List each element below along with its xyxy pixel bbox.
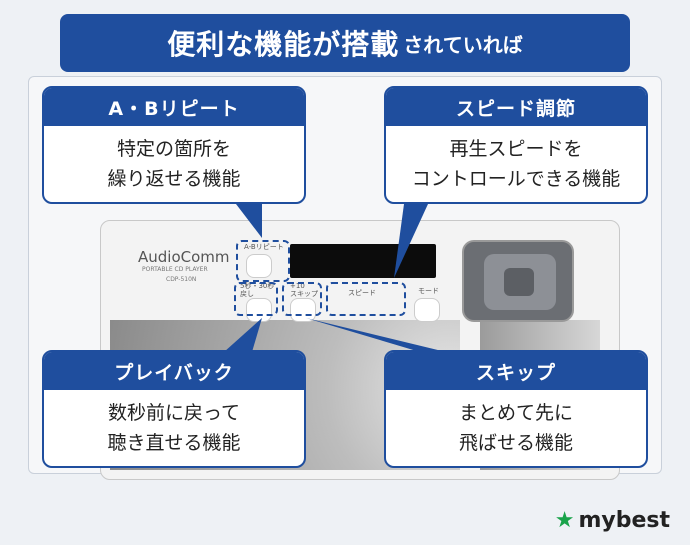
callout-skip-title: スキップ — [386, 352, 646, 390]
title-banner: 便利な機能が搭載 されていれば — [60, 14, 630, 72]
skip-device-label: +10 スキップ — [290, 282, 318, 298]
callout-ab-repeat: A・Bリピート 特定の箇所を 繰り返せる機能 — [42, 86, 306, 204]
callout-ab-repeat-title: A・Bリピート — [44, 88, 304, 126]
dpad-center-button[interactable] — [504, 268, 534, 296]
callout-ab-repeat-line2: 繰り返せる機能 — [107, 168, 241, 190]
callout-playback: プレイバック 数秒前に戻って 聴き直せる機能 — [42, 350, 306, 468]
callout-skip-line1: まとめて先に — [458, 402, 573, 424]
callout-skip: スキップ まとめて先に 飛ばせる機能 — [384, 350, 648, 468]
back-button[interactable] — [246, 298, 272, 322]
callout-ab-repeat-line1: 特定の箇所を — [116, 138, 231, 160]
callout-speed: スピード調節 再生スピードを コントロールできる機能 — [384, 86, 648, 204]
device-model-line2: CDP-510N — [166, 276, 197, 283]
callout-speed-line1: 再生スピードを — [449, 138, 583, 160]
star-icon: ★ — [554, 507, 575, 533]
speed-highlight — [326, 282, 406, 316]
dpad-control[interactable] — [462, 240, 574, 322]
back-highlight — [234, 282, 278, 316]
mybest-logo: ★ mybest — [555, 508, 670, 533]
banner-main-text: 便利な機能が搭載 — [167, 28, 400, 61]
mode-button[interactable] — [414, 298, 440, 322]
logo-text: mybest — [578, 508, 670, 533]
skip-highlight — [282, 282, 322, 316]
callout-playback-line2: 聴き直せる機能 — [107, 432, 241, 454]
callout-playback-title: プレイバック — [44, 352, 304, 390]
ab-repeat-highlight — [236, 240, 290, 282]
device-model-line1: PORTABLE CD PLAYER — [142, 266, 208, 273]
device-display — [290, 244, 436, 278]
back-device-label: 5秒・30秒 戻し — [240, 282, 275, 298]
mode-device-label: モード — [418, 287, 439, 295]
device-brand: AudioComm — [138, 248, 230, 266]
ab-repeat-device-label: A-Bリピート — [244, 243, 284, 251]
callout-speed-title: スピード調節 — [386, 88, 646, 126]
callout-playback-line1: 数秒前に戻って — [107, 402, 241, 424]
ab-repeat-button[interactable] — [246, 254, 272, 278]
speed-device-label: スピード — [348, 289, 376, 297]
banner-suffix-text: されていれば — [403, 32, 523, 57]
callout-speed-line2: コントロールできる機能 — [411, 168, 621, 190]
callout-skip-line2: 飛ばせる機能 — [458, 432, 573, 454]
skip-button[interactable] — [290, 298, 316, 322]
